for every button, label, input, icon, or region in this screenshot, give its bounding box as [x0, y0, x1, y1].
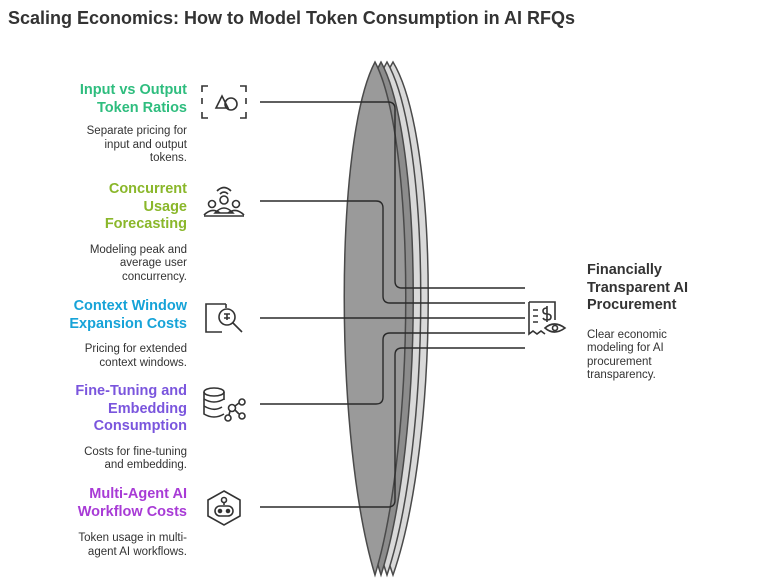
- item-context-window: Context Window Expansion Costs Pricing f…: [7, 298, 187, 370]
- item-title: Multi-Agent AI Workflow Costs: [77, 486, 187, 520]
- item-description: Modeling peak and average user concurren…: [89, 243, 187, 283]
- document-search-icon: [205, 303, 243, 333]
- item-description: Token usage in multi- agent AI workflows…: [78, 532, 187, 558]
- users-signal-icon: [203, 186, 245, 217]
- connector-line-5: [260, 347, 525, 508]
- outcome-title: Financially Transparent AI Procurement: [587, 262, 688, 313]
- database-network-icon: [203, 387, 246, 422]
- connector-line-1: [260, 101, 525, 289]
- robot-icon: [207, 490, 241, 526]
- item-title: Fine-Tuning and Embedding Consumption: [75, 383, 187, 434]
- connector-line-2: [260, 200, 525, 304]
- item-multi-agent: Multi-Agent AI Workflow Costs Token usag…: [7, 486, 187, 559]
- item-description: Pricing for extended context windows.: [84, 343, 187, 369]
- invoice-dollar-icon: [528, 301, 567, 336]
- outcome-block: Financially Transparent AI Procurement C…: [587, 262, 757, 383]
- connector-line-4: [260, 332, 525, 405]
- item-description: Costs for fine-tuning and embedding.: [84, 445, 187, 472]
- page-title: Scaling Economics: How to Model Token Co…: [8, 8, 576, 28]
- item-title: Input vs Output Token Ratios: [79, 82, 187, 116]
- item-input-output-ratios: Input vs Output Token Ratios Separate pr…: [7, 82, 187, 166]
- item-title: Concurrent Usage Forecasting: [104, 181, 187, 232]
- item-description: Separate pricing for input and output to…: [86, 125, 187, 164]
- item-title: Context Window Expansion Costs: [69, 298, 187, 332]
- item-concurrent-usage: Concurrent Usage Forecasting Modeling pe…: [7, 181, 187, 284]
- outcome-description: Clear economic modeling for AI procureme…: [587, 328, 667, 382]
- item-fine-tuning: Fine-Tuning and Embedding Consumption Co…: [7, 383, 187, 473]
- shapes-icon: [201, 85, 247, 119]
